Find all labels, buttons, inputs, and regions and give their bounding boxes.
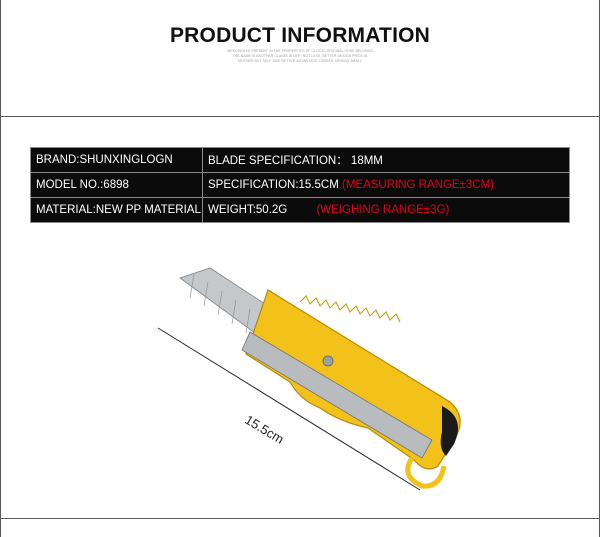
spec-size-note: (MEASURING RANGE±3CM) (342, 179, 494, 191)
spec-brand: BRAND:SHUNXINGLOGN (30, 147, 202, 172)
subtitle-line: THE NAME IS ANOTHER CLAIMS IS LIFE, NOT … (232, 54, 368, 58)
spec-table: BRAND:SHUNXINGLOGN BLADE SPECIFICATION： … (30, 147, 570, 223)
spec-size-text: SPECIFICATION:15.5CM (208, 179, 339, 191)
spec-size: SPECIFICATION:15.5CM (MEASURING RANGE±3C… (202, 172, 570, 197)
spec-weight: WEIGHT:50.2G (WEIGHING RANGE±3G) (202, 197, 570, 223)
bottom-divider (0, 518, 600, 519)
page-title: PRODUCT INFORMATION (169, 24, 431, 47)
subtitle-line: MEKOSHILEE PRESENT IN THE PROPERTIES OF … (227, 49, 373, 53)
spec-material: MATERIAL:NEW PP MATERIAL (30, 197, 202, 223)
spec-blade: BLADE SPECIFICATION： 18MM (202, 147, 570, 172)
spec-blade-text: BLADE SPECIFICATION： 18MM (208, 155, 383, 167)
spec-row: BRAND:SHUNXINGLOGN BLADE SPECIFICATION： … (30, 147, 570, 172)
spec-weight-note: (WEIGHING RANGE±3G) (316, 204, 450, 216)
subtitle-line: MOTHER BUT SELF SIZE BETTER ADVANTAGE LO… (238, 59, 362, 63)
subtitle-fineprint: MEKOSHILEE PRESENT IN THE PROPERTIES OF … (200, 49, 400, 64)
spec-model: MODEL NO.:6898 (30, 172, 202, 197)
spec-row: MODEL NO.:6898 SPECIFICATION:15.5CM (MEA… (30, 172, 570, 197)
product-image (157, 267, 461, 491)
knife-handle-icon (241, 289, 461, 489)
spec-weight-text: WEIGHT:50.2G (208, 204, 288, 216)
spec-row: MATERIAL:NEW PP MATERIAL WEIGHT:50.2G (W… (30, 197, 570, 223)
dimension-line (157, 327, 421, 491)
